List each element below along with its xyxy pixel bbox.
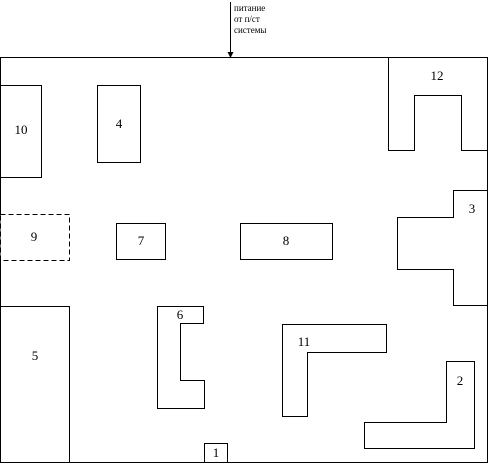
equipment-9-label: 9: [31, 229, 38, 244]
power-feed-arrowhead: [227, 52, 234, 58]
equipment-6-label: 6: [177, 307, 184, 322]
equipment-8: [240, 223, 333, 260]
equipment-4-label: 4: [116, 116, 123, 131]
equipment-4: [97, 85, 141, 163]
equipment-2: [364, 361, 475, 449]
equipment-11-label: 11: [298, 334, 311, 349]
power-note-line-1: питание: [234, 3, 265, 13]
equipment-6: [157, 306, 205, 409]
power-note-line-2: от п/ст: [234, 14, 260, 24]
equipment-12-label: 12: [431, 68, 444, 83]
equipment-3-label: 3: [469, 201, 476, 216]
equipment-12: [388, 57, 488, 151]
equipment-10-label: 10: [15, 122, 28, 137]
power-note-line-3: системы: [234, 25, 266, 35]
equipment-2-label: 2: [457, 373, 464, 388]
equipment-3: [397, 190, 488, 306]
equipment-7: [116, 223, 166, 260]
equipment-11: [282, 324, 387, 417]
equipment-9: [0, 214, 70, 261]
equipment-5-label: 5: [32, 348, 39, 363]
equipment-1-label: 1: [213, 445, 220, 460]
equipment-8-label: 8: [283, 233, 290, 248]
equipment-7-label: 7: [138, 233, 145, 248]
equipment-5: [0, 306, 70, 463]
equipment-10: [0, 85, 42, 178]
equipment-1: [204, 443, 228, 463]
